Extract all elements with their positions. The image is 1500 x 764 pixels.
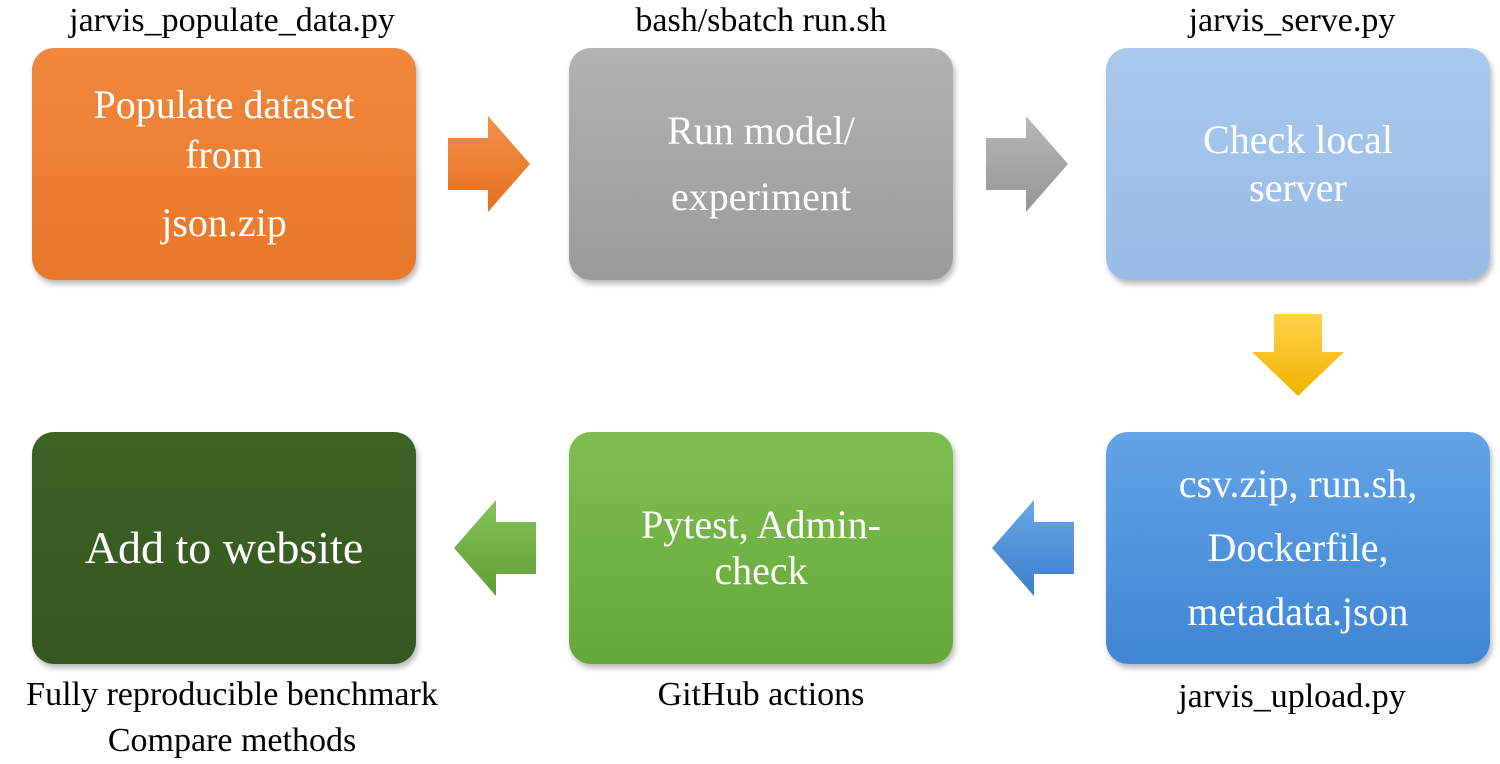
left-arrow-icon xyxy=(454,500,536,596)
box-text-line: check xyxy=(714,548,808,593)
run-model-box: Run model/ experiment xyxy=(569,48,953,280)
outcome-line-1: Fully reproducible benchmark xyxy=(26,676,438,713)
box-text-line: Dockerfile, xyxy=(1207,525,1389,570)
box-text-line: Check local xyxy=(1203,117,1393,162)
right-arrow-icon xyxy=(986,116,1068,212)
populate-tool-label: jarvis_populate_data.py xyxy=(69,2,395,39)
down-arrow-icon xyxy=(1252,314,1344,396)
upload-files-box: csv.zip, run.sh, Dockerfile, metadata.js… xyxy=(1106,432,1490,664)
arrow-shape xyxy=(986,116,1068,212)
arrow-shape xyxy=(454,500,536,596)
populate-dataset-box: Populate dataset from json.zip xyxy=(32,48,416,280)
outcome-line-2: Compare methods xyxy=(107,722,357,759)
check-tool-label: jarvis_serve.py xyxy=(1188,2,1396,39)
arrow-shape xyxy=(1252,314,1344,396)
box-text-line: experiment xyxy=(671,174,851,219)
check-local-server-box: Check local server xyxy=(1106,48,1490,280)
pytest-admin-check-box: Pytest, Admin- check xyxy=(569,432,953,664)
box-text-line: Run model/ xyxy=(667,108,855,153)
arrow-shape xyxy=(992,500,1074,596)
box-text-line: from xyxy=(185,132,263,177)
box-text-line: metadata.json xyxy=(1187,589,1409,634)
box-text-line: Populate dataset xyxy=(93,82,355,127)
box-text-line: server xyxy=(1249,165,1347,210)
box-text-line: json.zip xyxy=(161,200,287,245)
upload-tool-label: jarvis_upload.py xyxy=(1178,678,1406,715)
box-text-line: Add to website xyxy=(84,522,364,573)
box-text-line: Pytest, Admin- xyxy=(640,502,882,547)
pytest-tool-label: GitHub actions xyxy=(657,676,865,713)
left-arrow-icon xyxy=(992,500,1074,596)
right-arrow-icon xyxy=(448,116,530,212)
add-to-website-box: Add to website xyxy=(32,432,416,664)
arrow-shape xyxy=(448,116,530,212)
box-text-line: csv.zip, run.sh, xyxy=(1178,461,1418,506)
run-tool-label: bash/sbatch run.sh xyxy=(635,2,887,39)
